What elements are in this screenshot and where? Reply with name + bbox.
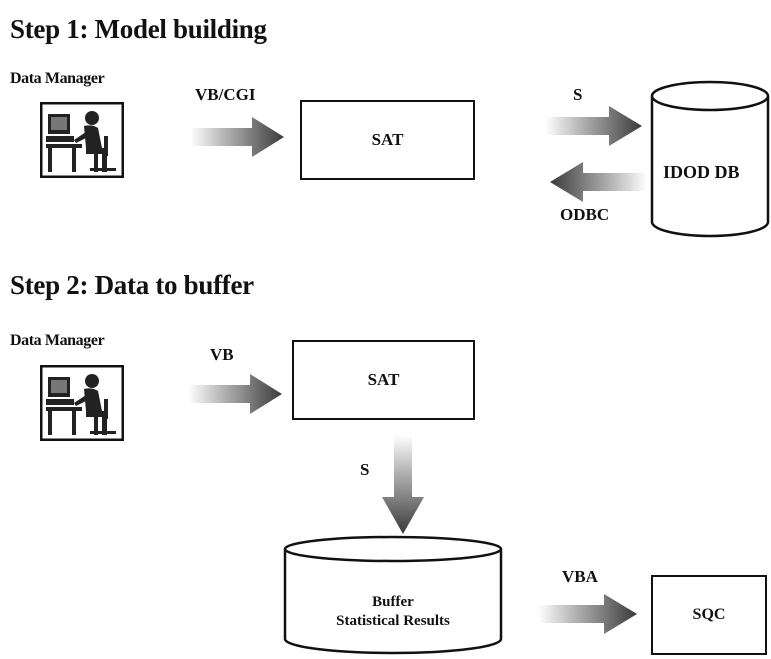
step2-arrow-in-label: VB: [210, 345, 234, 364]
step1-db-label: IDOD DB: [663, 162, 740, 182]
step1-sat-box: SAT: [300, 100, 475, 180]
step1-arrow-to-db-label: S: [573, 85, 583, 104]
buffer-cylinder: [283, 535, 505, 657]
step1-title: Step 1: Model building: [10, 14, 267, 44]
gradient-arrow-icon: [550, 160, 648, 204]
step2-data-manager-label: Data Manager: [10, 332, 105, 349]
gradient-arrow-icon: [190, 115, 285, 159]
buffer-label: Buffer Statistical Results: [285, 593, 501, 631]
step1-arrow-from-db-label: ODBC: [560, 205, 610, 224]
person-at-computer-icon: [40, 365, 124, 441]
sqc-box: SQC: [651, 575, 767, 655]
person-at-computer-icon: [40, 102, 124, 178]
step2-title: Step 2: Data to buffer: [10, 270, 254, 300]
buffer-label-line1: Buffer: [372, 594, 414, 610]
gradient-arrow-icon: [188, 372, 283, 416]
step2-arrow-out-label: VBA: [562, 567, 598, 586]
gradient-arrow-icon: [545, 104, 643, 148]
gradient-arrow-icon: [538, 592, 638, 636]
step2-arrow-down-label: S: [360, 460, 370, 479]
idod-db-cylinder: [650, 80, 771, 240]
buffer-label-line2: Statistical Results: [336, 613, 450, 629]
step1-data-manager-label: Data Manager: [10, 70, 105, 87]
gradient-arrow-icon: [380, 435, 426, 535]
step1-arrow-in-label: VB/CGI: [195, 85, 256, 104]
step2-sat-box: SAT: [292, 340, 475, 420]
